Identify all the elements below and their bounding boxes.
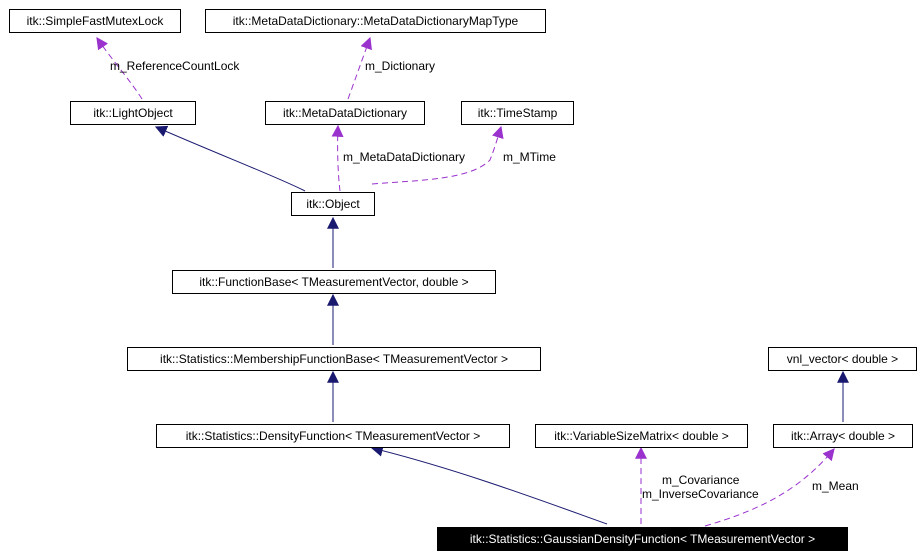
edge-label-meta-data-dictionary: m_MetaDataDictionary [343,150,466,164]
node-gaussian-density-function[interactable]: itk::Statistics::GaussianDensityFunction… [437,527,848,551]
node-meta-data-dictionary-map-type[interactable]: itk::MetaDataDictionary::MetaDataDiction… [205,9,546,33]
edge-label-inverse-covariance: m_InverseCovariance [642,487,759,501]
edge-label-covariance: m_Covariance [662,473,740,487]
edge-lightobject-to-object [154,125,306,192]
edge-maptype-to-metadatadictionary [347,36,372,100]
node-meta-data-dictionary[interactable]: itk::MetaDataDictionary [265,101,425,125]
node-function-base[interactable]: itk::FunctionBase< TMeasurementVector, d… [172,270,496,294]
edge-array-to-gaussian [704,448,835,527]
edge-metadatadictionary-to-object [331,124,344,192]
node-time-stamp[interactable]: itk::TimeStamp [461,101,574,125]
edge-densityfunction-to-gaussian [370,444,608,525]
node-object[interactable]: itk::Object [291,192,375,216]
node-variable-size-matrix[interactable]: itk::VariableSizeMatrix< double > [535,424,748,448]
edge-label-mtime: m_MTime [503,150,556,164]
node-density-function[interactable]: itk::Statistics::DensityFunction< TMeasu… [156,424,510,448]
node-array[interactable]: itk::Array< double > [773,424,913,448]
edge-label-reference-count-lock: m_ReferenceCountLock [110,59,240,73]
edge-timestamp-to-object [371,125,504,185]
edge-label-mean: m_Mean [812,479,859,493]
node-vnl-vector[interactable]: vnl_vector< double > [768,347,917,371]
node-light-object[interactable]: itk::LightObject [70,101,196,125]
node-simple-fast-mutex-lock[interactable]: itk::SimpleFastMutexLock [9,9,181,33]
node-membership-function-base[interactable]: itk::Statistics::MembershipFunctionBase<… [127,347,541,371]
edge-label-dictionary: m_Dictionary [365,59,436,73]
